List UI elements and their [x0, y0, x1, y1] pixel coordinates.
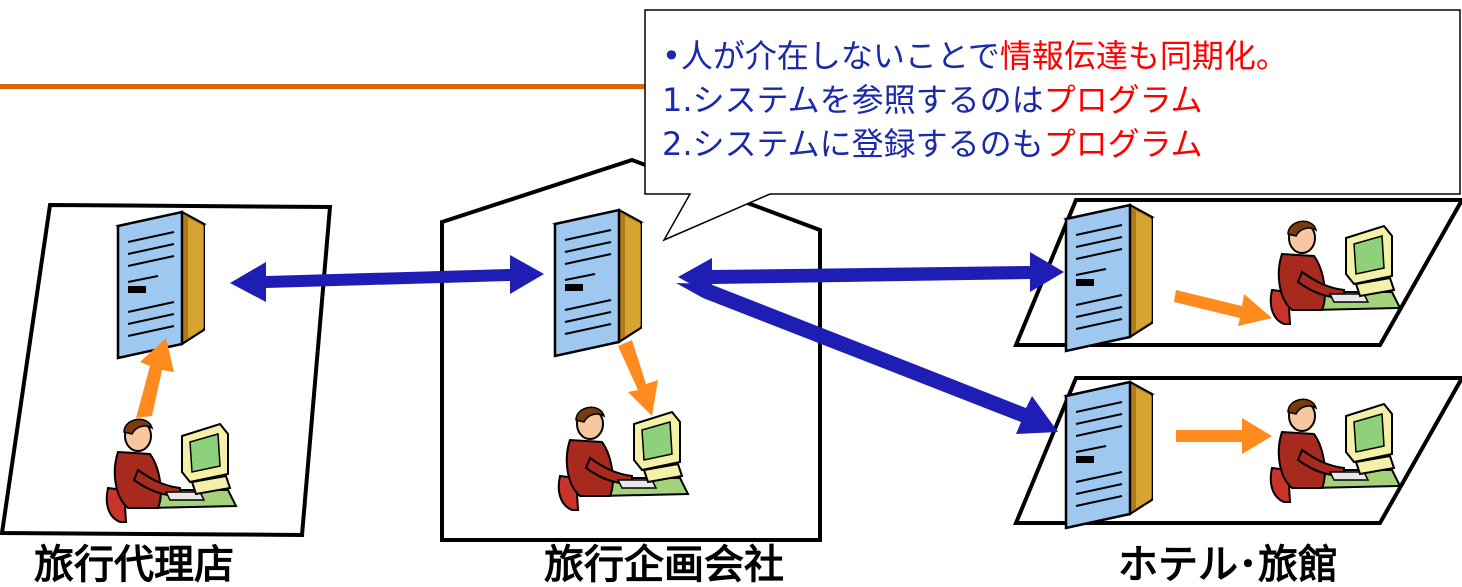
callout-text: •人が介在しないことで情報伝達も同期化。 1.システムを参照するのはプログラム …: [662, 34, 1288, 166]
planner-building-frame: [440, 157, 822, 542]
callout-line-2: 1.システムを参照するのはプログラム: [662, 78, 1288, 122]
planner-update-arrow: [618, 340, 658, 416]
callout-line-1-emphasis: 情報伝達も同期化。: [999, 37, 1288, 75]
header-rule: [0, 84, 670, 89]
sync-arrow-planner-hotel-lower: [676, 283, 1058, 434]
label-travel-agency: 旅行代理店: [34, 542, 234, 587]
hotel-frame-bottom: [1013, 376, 1462, 525]
sync-arrow-planner-hotel: [678, 252, 1064, 296]
label-travel-planner: 旅行企画会社: [544, 542, 784, 587]
hotel-update-arrow-top: [1174, 290, 1272, 326]
hotel-server-icon-top: [1064, 203, 1154, 353]
callout-line-3-emphasis: プログラム: [1043, 125, 1203, 163]
hotel-worker-icon-bottom: [1269, 398, 1401, 503]
callout-line-1: •人が介在しないことで情報伝達も同期化。: [662, 37, 1288, 75]
hotel-server-icon-bottom: [1064, 380, 1154, 530]
agency-worker-icon: [105, 418, 238, 523]
planner-server-icon: [553, 208, 643, 358]
callout-box: [644, 9, 1461, 242]
agency-frame: [0, 202, 333, 538]
callout-line-3: 2.システムに登録するのもプログラム: [662, 122, 1288, 166]
callout-line-3-prefix: 2.システムに登録するのも: [662, 125, 1044, 163]
callout-line-2-emphasis: プログラム: [1043, 81, 1203, 119]
hotel-update-arrow-bottom: [1176, 418, 1272, 454]
agency-update-arrow: [136, 338, 174, 418]
agency-server-icon: [116, 210, 206, 360]
planner-worker-icon: [557, 406, 689, 511]
callout-line-1-prefix: 人が介在しないことで: [680, 37, 1000, 75]
hotel-worker-icon-top: [1269, 220, 1401, 325]
hotel-frame-top: [1013, 198, 1462, 347]
label-hotel-ryokan: ホテル･旅館: [1118, 542, 1338, 587]
sync-arrow-agency-planner: [230, 255, 544, 302]
callout-line-2-prefix: 1.システムを参照するのは: [662, 81, 1044, 119]
